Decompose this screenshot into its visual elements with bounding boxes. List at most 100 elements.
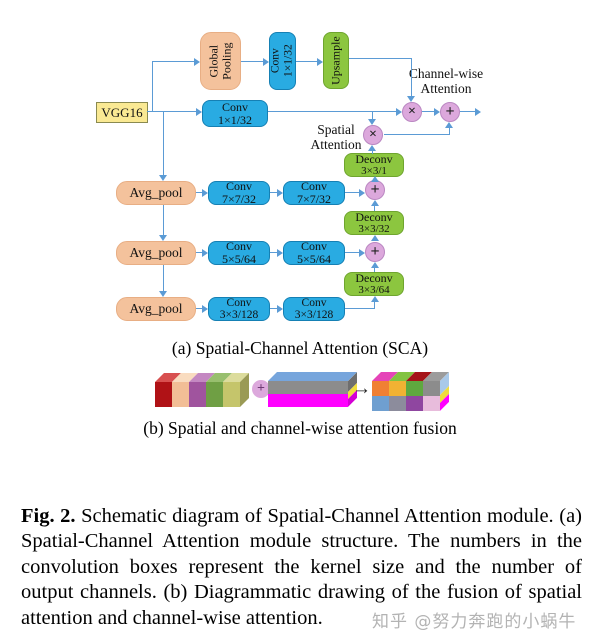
connector (270, 192, 277, 193)
conv-7x7-box-2: Conv 7×7/32 (283, 180, 345, 205)
connector (196, 192, 202, 193)
arrowhead (368, 145, 376, 151)
fusion-cell (372, 381, 389, 396)
connector (345, 308, 375, 309)
deconv-3x3-1-box: Deconv 3×3/1 (344, 153, 404, 177)
figure-caption-body: Schematic diagram of Spatial-Channel Att… (21, 504, 582, 629)
fusion-cell (406, 396, 423, 411)
connector (270, 252, 277, 253)
connector (241, 61, 263, 62)
avg-pool-box-3: Avg_pool (116, 297, 196, 321)
fusion-cell (423, 396, 440, 411)
connector (374, 268, 375, 272)
fusion-cell (223, 382, 240, 407)
fusion-cell (389, 381, 406, 396)
arrowhead (359, 189, 365, 197)
vgg16-label: VGG16 (101, 104, 143, 120)
arrowhead (407, 96, 415, 102)
connector (422, 111, 434, 112)
fusion-cell (406, 381, 423, 396)
row2-add-op: + (365, 242, 385, 262)
arrowhead (371, 262, 379, 268)
arrowhead (396, 108, 402, 116)
channel-wise-attention-label: Channel-wise Attention (408, 66, 484, 96)
connector (147, 111, 196, 112)
channel-add-op: + (440, 102, 460, 122)
fusion-cell (268, 394, 348, 407)
conv-1x1-main-box: Conv 1×1/32 (202, 100, 268, 127)
connector (152, 61, 194, 62)
arrowhead (202, 249, 208, 257)
connector (374, 206, 375, 211)
arrowhead (371, 296, 379, 302)
arrowhead (445, 122, 453, 128)
connector (296, 61, 317, 62)
conv-1x1-vertical-box: Conv 1×1/32 (269, 32, 296, 90)
panel-b-caption: (b) Spatial and channel-wise attention f… (143, 418, 457, 438)
upsample-box: Upsample (323, 32, 349, 89)
fusion-cell (172, 382, 189, 407)
connector (163, 112, 164, 175)
connector (384, 134, 450, 135)
arrowhead (371, 176, 379, 182)
fusion-plus-op: + (252, 380, 270, 398)
arrowhead (263, 58, 269, 66)
conv-7x7-box-1: Conv 7×7/32 (208, 180, 270, 205)
deconv-3x3-32-box: Deconv 3×3/32 (344, 211, 404, 235)
fusion-cell (372, 396, 389, 411)
connector (372, 151, 373, 154)
vgg16-box: VGG16 (96, 102, 148, 123)
arrowhead (371, 200, 379, 206)
connector (270, 308, 277, 309)
zhihu-watermark: 知乎 @努力奔跑的小蜗牛 (372, 612, 577, 632)
arrowhead (159, 291, 167, 297)
fusion-arrow: → (352, 378, 371, 399)
conv-1x1-vertical-label: Conv 1×1/32 (269, 44, 295, 78)
fusion-cell (440, 372, 449, 411)
fusion-cell (389, 396, 406, 411)
spatial-attention-label: Spatial Attention (310, 122, 362, 152)
deconv-3x3-64-box: Deconv 3×3/64 (344, 272, 404, 296)
figure-caption: Fig. 2. Schematic diagram of Spatial-Cha… (21, 504, 582, 632)
row1-add-op: + (365, 180, 385, 200)
fusion-cell (155, 382, 172, 407)
conv-5x5-box-1: Conv 5×5/64 (208, 240, 270, 265)
arrowhead (196, 108, 202, 116)
connector (268, 111, 396, 112)
connector (349, 58, 412, 59)
arrowhead (194, 58, 200, 66)
connector (372, 112, 373, 119)
conv-3x3-box-2: Conv 3×3/128 (283, 297, 345, 321)
arrowhead (159, 235, 167, 241)
connector (460, 111, 475, 112)
connector (163, 205, 164, 235)
fusion-cell (268, 381, 348, 394)
connector (449, 128, 450, 135)
avg-pool-box-2: Avg_pool (116, 241, 196, 265)
fusion-cell (268, 372, 357, 381)
arrowhead (434, 108, 440, 116)
fusion-cell (206, 382, 223, 407)
connector (411, 58, 412, 96)
arrowhead (159, 175, 167, 181)
connector (196, 252, 202, 253)
connector (345, 252, 359, 253)
fusion-cell (189, 382, 206, 407)
arrowhead (277, 305, 283, 313)
arrowhead (359, 249, 365, 257)
connector (163, 265, 164, 291)
fusion-cell (423, 381, 440, 396)
figure-caption-label: Fig. 2. (21, 504, 76, 527)
arrowhead (317, 58, 323, 66)
spatial-multiply-op: × (363, 125, 383, 145)
connector (345, 192, 359, 193)
arrowhead (277, 249, 283, 257)
upsample-label: Upsample (328, 36, 343, 85)
connector (152, 62, 153, 112)
arrowhead (368, 119, 376, 125)
channel-multiply-op: × (402, 102, 422, 122)
arrowhead (475, 108, 481, 116)
connector (374, 302, 375, 309)
global-pooling-label: Global Pooling (206, 42, 234, 80)
